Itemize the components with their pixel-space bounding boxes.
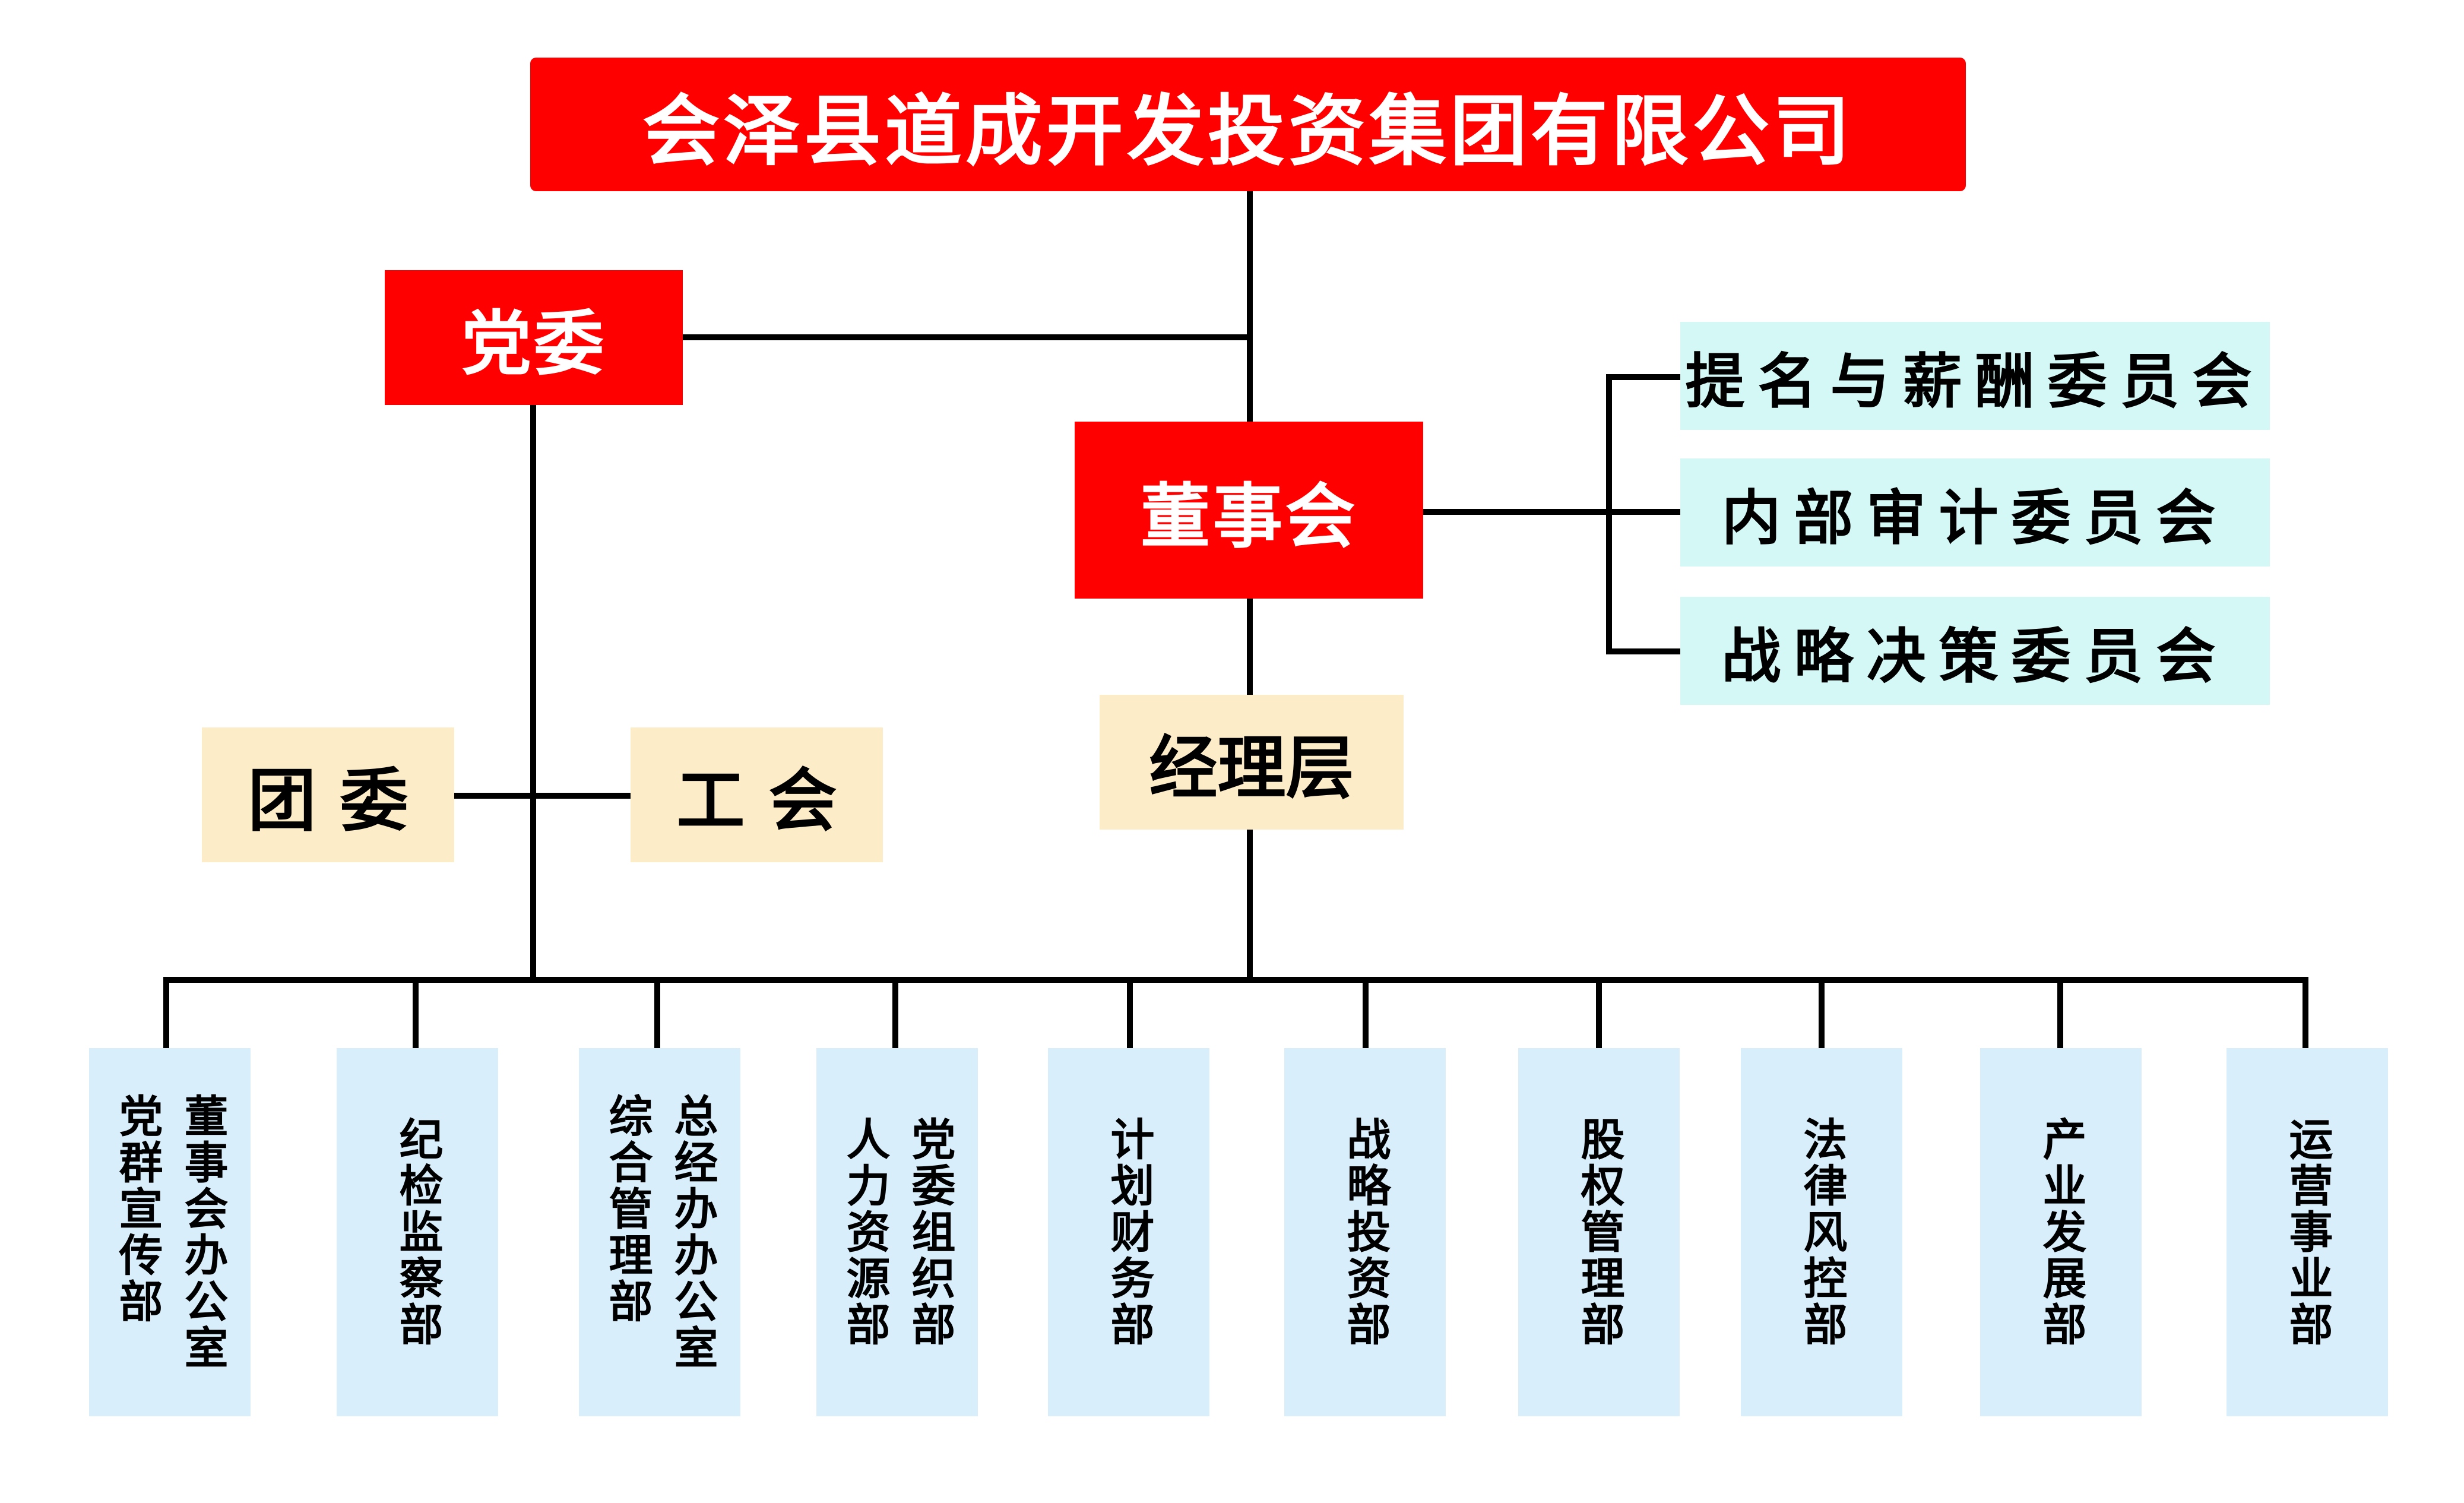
department-line: 法律风控部 xyxy=(1796,1116,1847,1348)
department-box: 董事会办公室 党群宣传部 xyxy=(89,1048,251,1416)
management-box: 经理层 xyxy=(1100,695,1404,830)
board-box: 董事会 xyxy=(1075,422,1423,599)
department-box: 计划财务部 xyxy=(1048,1048,1209,1416)
trade-union-label: 工 会 xyxy=(676,761,837,841)
department-box: 法律风控部 xyxy=(1741,1048,1902,1416)
department-line: 战略投资部 xyxy=(1339,1116,1391,1348)
department-box: 纪检监察部 xyxy=(337,1048,498,1416)
department-box: 党委组织部 人力资源部 xyxy=(816,1048,978,1416)
youth-league-box: 团 委 xyxy=(202,727,454,862)
committee-label: 内部审计委员会 xyxy=(1721,483,2229,553)
department-line: 产业发展部 xyxy=(2035,1116,2086,1348)
party-committee-box: 党委 xyxy=(385,270,683,405)
company-label: 会泽县道成开发投资集团有限公司 xyxy=(642,86,1854,176)
department-line: 人力资源部 xyxy=(839,1116,890,1348)
department-line: 党委组织部 xyxy=(904,1116,955,1348)
management-label: 经理层 xyxy=(1149,728,1354,808)
department-box: 总经办办公室 综合管理部 xyxy=(579,1048,740,1416)
department-line: 计划财务部 xyxy=(1103,1116,1154,1348)
department-line: 股权管理部 xyxy=(1573,1116,1624,1348)
trade-union-box: 工 会 xyxy=(631,727,883,862)
department-box: 产业发展部 xyxy=(1980,1048,2142,1416)
committee-label: 提名与薪酬委员会 xyxy=(1685,346,2265,416)
department-line: 总经办办公室 xyxy=(667,1093,718,1371)
committee-nomination: 提名与薪酬委员会 xyxy=(1680,322,2270,430)
committee-label: 战略决策委员会 xyxy=(1721,621,2229,691)
youth-league-label: 团 委 xyxy=(248,761,408,841)
department-box: 战略投资部 xyxy=(1284,1048,1446,1416)
department-line: 运营事业部 xyxy=(2282,1116,2333,1348)
department-box: 股权管理部 xyxy=(1518,1048,1680,1416)
department-line: 纪检监察部 xyxy=(392,1116,443,1348)
company-box: 会泽县道成开发投资集团有限公司 xyxy=(530,58,1966,191)
board-label: 董事会 xyxy=(1140,475,1358,558)
department-line: 党群宣传部 xyxy=(112,1093,163,1325)
committee-strategy: 战略决策委员会 xyxy=(1680,597,2270,705)
department-line: 综合管理部 xyxy=(601,1093,653,1325)
party-committee-label: 党委 xyxy=(461,303,606,385)
committee-audit: 内部审计委员会 xyxy=(1680,458,2270,567)
department-line: 董事会办公室 xyxy=(177,1093,228,1371)
department-box: 运营事业部 xyxy=(2227,1048,2388,1416)
